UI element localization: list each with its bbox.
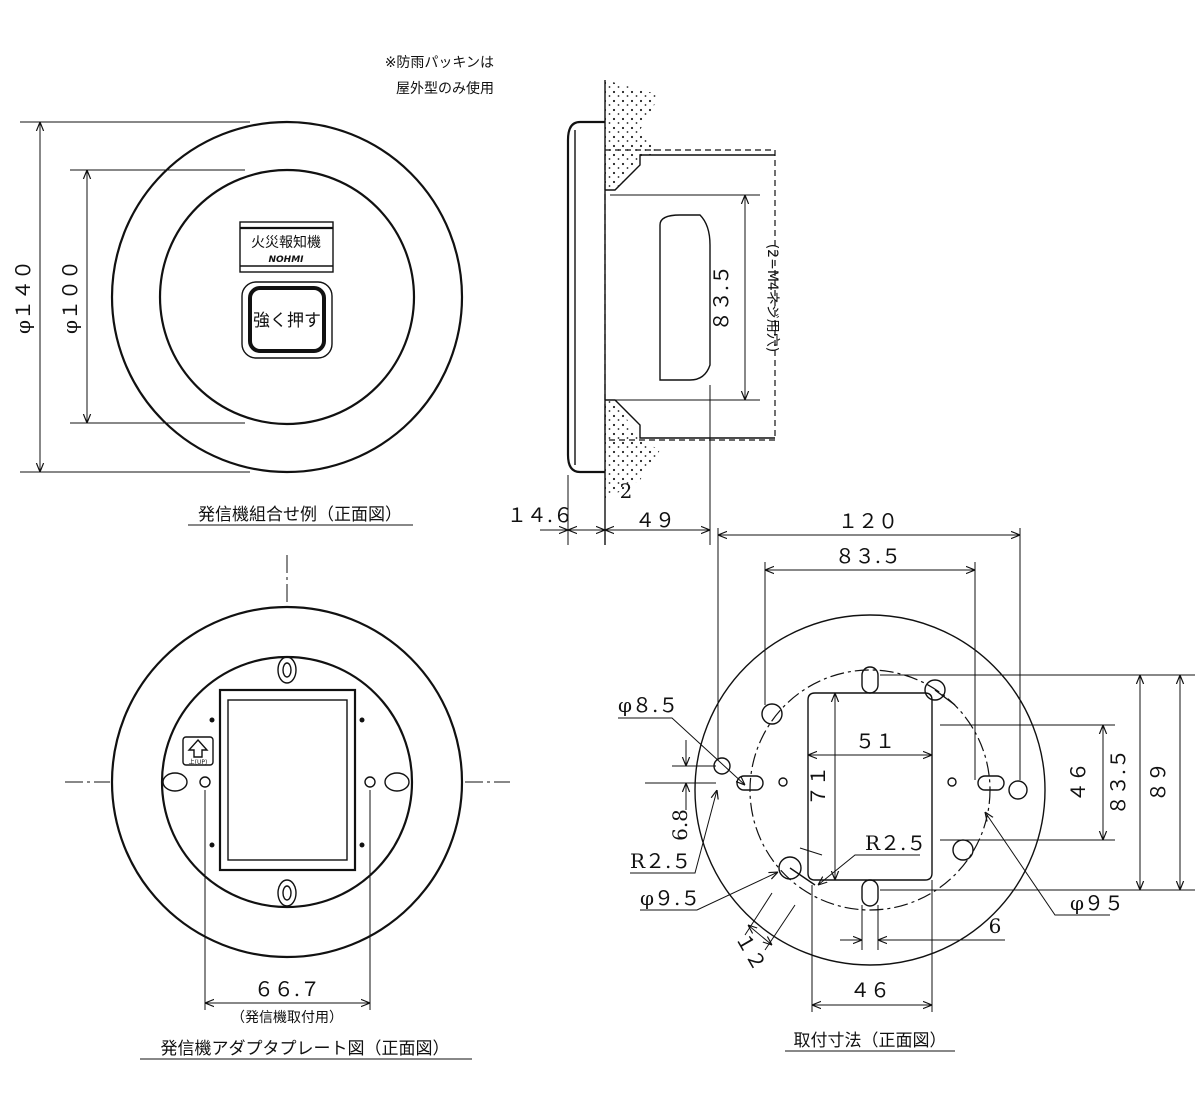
dim-outer-diameter: φ１４０ bbox=[11, 260, 35, 334]
dim-6: 6 bbox=[989, 914, 1002, 938]
device-body-profile bbox=[566, 120, 605, 474]
box-opening bbox=[807, 692, 933, 881]
mounting-dimensions-view: １２０ ８３.５ ５１ ７１ ４６ ８３.５ ８９ ４６ 6 φ８.５ 6.8 … bbox=[618, 509, 1195, 1052]
dim-box-depth: ４９ bbox=[635, 508, 675, 532]
dim-phi85: φ８.５ bbox=[618, 693, 678, 717]
dim-inner-diameter: φ１００ bbox=[58, 260, 82, 334]
push-button[interactable]: 強く押す bbox=[241, 281, 333, 359]
dim-r25-center: R２.５ bbox=[865, 831, 926, 855]
dim-12: １２ bbox=[731, 928, 772, 975]
inner-cover-circle bbox=[158, 168, 416, 426]
phi95-pitch-circle bbox=[749, 669, 991, 911]
dim-phi95: φ９.５ bbox=[640, 886, 700, 910]
front-view: φ１４０ φ１００ 火災報知機 NOHMI 強く押す 発信機組合せ例（正面図） bbox=[11, 120, 464, 526]
up-arrow-icon: 上(UP) bbox=[182, 736, 214, 766]
button-label: 強く押す bbox=[253, 311, 321, 331]
wall-hatch-bottom bbox=[605, 400, 660, 500]
dim-120: １２０ bbox=[838, 509, 898, 533]
dim-adapter-note: （発信機取付用） bbox=[231, 1010, 343, 1026]
dim-46-right: ４６ bbox=[1066, 762, 1090, 802]
backbox-outline bbox=[604, 149, 776, 441]
side-view: ８３.５ (2−M4ネジ用穴) １４.６ 2 ４９ bbox=[507, 80, 780, 545]
dim-835-top: ８３.５ bbox=[835, 544, 901, 568]
plate-brand-logo: NOHMI bbox=[268, 255, 304, 265]
plate-label: 火災報知機 bbox=[251, 234, 321, 251]
dim-hole-pitch: ８３.５ bbox=[709, 265, 733, 331]
dim-6-8: 6.8 bbox=[668, 809, 692, 841]
label-plate: 火災報知機 NOHMI bbox=[239, 221, 334, 273]
mount-hole-right bbox=[364, 776, 376, 788]
hole-note: (2−M4ネジ用穴) bbox=[764, 244, 780, 353]
outer-mount-circle bbox=[694, 614, 1046, 966]
wall-hatch-top bbox=[605, 80, 660, 190]
adapter-plate-view: 上(UP) ６６.７ （発信機取付用） 発信機アダプタプレート図（正面図） bbox=[65, 555, 510, 1060]
note-line-1: ※防雨パッキンは bbox=[385, 55, 494, 71]
front-view-caption: 発信機組合せ例（正面図） bbox=[198, 505, 402, 525]
dim-46-bottom: ４６ bbox=[850, 978, 890, 1002]
dim-71: ７１ bbox=[806, 766, 830, 806]
dim-89: ８９ bbox=[1146, 762, 1170, 802]
mount-hole-left bbox=[199, 776, 211, 788]
dim-r25-left: R２.５ bbox=[630, 849, 691, 873]
note-line-2: 屋外型のみ使用 bbox=[396, 80, 494, 97]
outer-cover-circle bbox=[110, 120, 464, 474]
dim-835-right: ８３.５ bbox=[1106, 749, 1130, 815]
dim-gap: 2 bbox=[620, 479, 633, 503]
up-mark-label: 上(UP) bbox=[189, 758, 208, 766]
dim-phi95-circle: φ９５ bbox=[1070, 891, 1124, 915]
device-module bbox=[659, 214, 711, 381]
dim-51: ５１ bbox=[855, 729, 895, 753]
adapter-view-caption: 発信機アダプタプレート図（正面図） bbox=[161, 1039, 450, 1059]
mount-view-caption: 取付寸法（正面図） bbox=[794, 1031, 947, 1051]
dim-body-depth: １４.６ bbox=[507, 503, 573, 527]
adapter-opening bbox=[218, 688, 357, 872]
dim-adapter-pitch: ６６.７ bbox=[254, 977, 320, 1001]
rain-packing-note: ※防雨パッキンは 屋外型のみ使用 bbox=[385, 55, 494, 97]
